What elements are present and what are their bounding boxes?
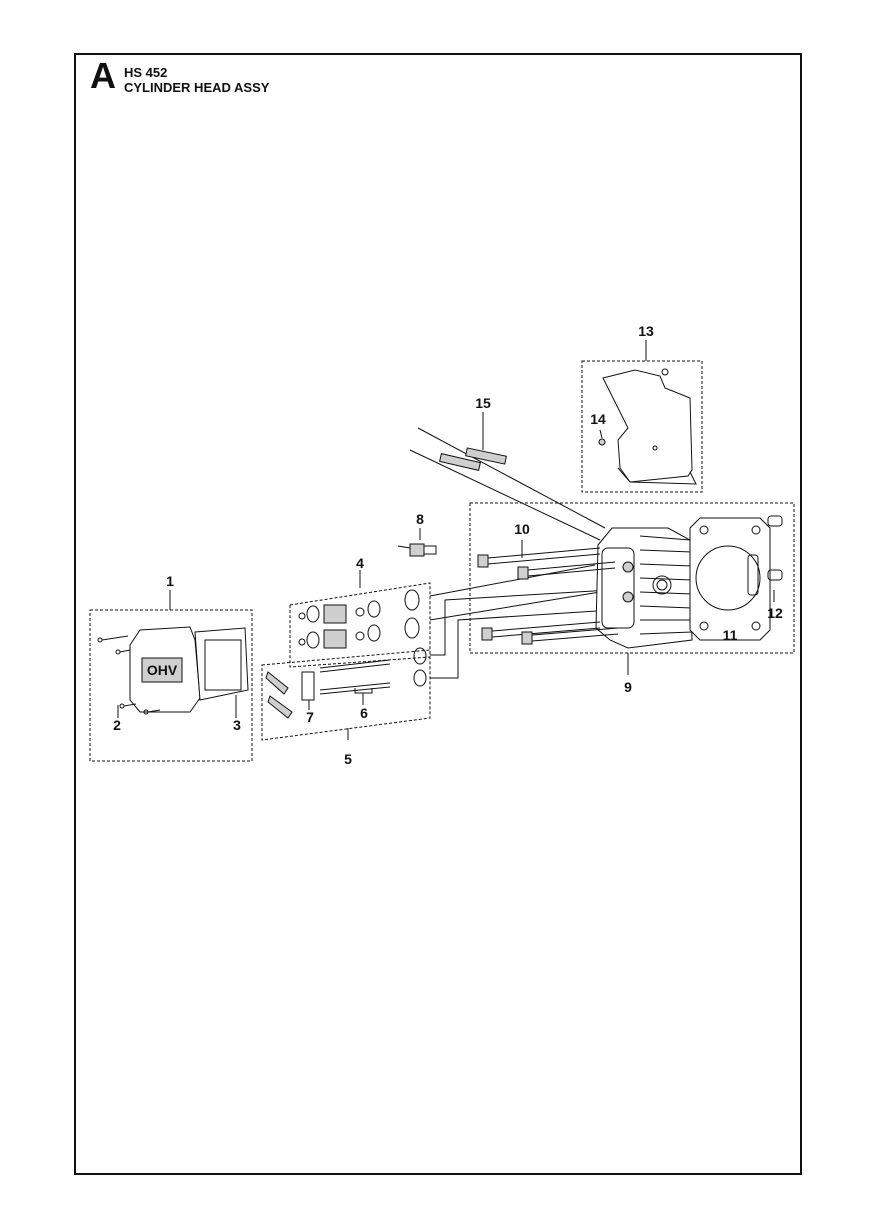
group-box-1 [89, 609, 253, 762]
group-box-4 [289, 582, 431, 668]
group-box-9 [469, 502, 795, 654]
model-name: HS 452 [124, 65, 168, 80]
group-box-13 [581, 360, 703, 493]
callout-3: 3 [233, 717, 241, 733]
callout-11: 11 [723, 627, 738, 643]
callout-4: 4 [356, 555, 364, 571]
callout-15: 15 [475, 395, 491, 411]
callout-12: 12 [767, 605, 783, 621]
group-box-5 [261, 649, 431, 741]
callout-14: 14 [590, 411, 606, 427]
callout-5: 5 [344, 751, 352, 767]
callout-7: 7 [306, 709, 314, 725]
callout-1: 1 [166, 573, 174, 589]
section-letter: A [90, 55, 116, 96]
callout-13: 13 [638, 323, 654, 339]
callout-8: 8 [416, 511, 424, 527]
page-border [74, 53, 802, 1175]
callout-6: 6 [360, 705, 368, 721]
ohv-logo-text: OHV [147, 662, 178, 678]
callout-9: 9 [624, 679, 632, 695]
callout-2: 2 [113, 717, 121, 733]
diagram-title: CYLINDER HEAD ASSY [124, 80, 270, 95]
callout-10: 10 [514, 521, 530, 537]
